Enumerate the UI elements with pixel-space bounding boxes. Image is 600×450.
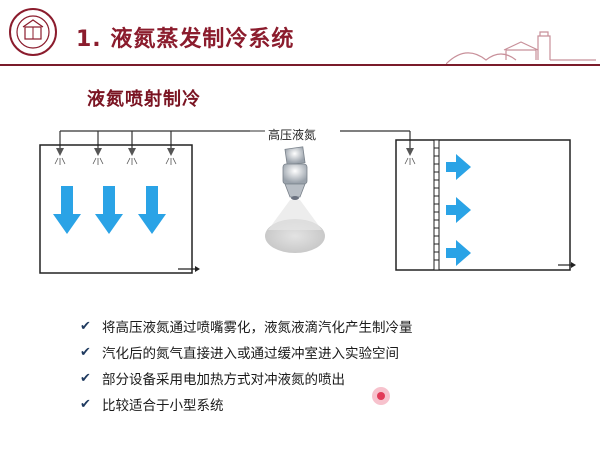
slide-title: 1. 液氮蒸发制冷系统	[76, 27, 295, 52]
bullet-text: 将高压液氮通过喷嘴雾化，液氮液滴汽化产生制冷量	[102, 320, 413, 336]
check-icon: ✔	[80, 344, 91, 360]
left-chamber	[39, 130, 250, 274]
rightward-flow-arrows	[446, 154, 471, 266]
laser-pointer-dot	[372, 387, 390, 405]
spray-cooling-diagram	[39, 130, 576, 274]
university-seal-icon	[9, 8, 57, 56]
check-icon: ✔	[80, 318, 91, 334]
nozzle-illustration	[250, 130, 325, 253]
laser-pointer-core	[377, 392, 385, 400]
slide-header: 1. 液氮蒸发制冷系统	[0, 0, 600, 66]
bullet-text: 比较适合于小型系统	[102, 398, 224, 414]
campus-gate-skyline-icon	[446, 31, 596, 65]
left-spray-nozzles	[54, 148, 177, 165]
bullet-item: ✔ 比较适合于小型系统	[80, 391, 560, 417]
bullet-text: 汽化后的氮气直接进入或通过缓冲室进入实验空间	[102, 346, 399, 362]
check-icon: ✔	[80, 370, 91, 386]
bullet-item: ✔ 部分设备采用电加热方式对冲液氮的喷出	[80, 365, 560, 391]
bullet-text: 部分设备采用电加热方式对冲液氮的喷出	[102, 372, 345, 388]
check-icon: ✔	[80, 396, 91, 412]
bullet-list: ✔ 将高压液氮通过喷嘴雾化，液氮液滴汽化产生制冷量 ✔ 汽化后的氮气直接进入或通…	[80, 313, 560, 417]
header-divider	[0, 64, 600, 66]
bullet-item: ✔ 汽化后的氮气直接进入或通过缓冲室进入实验空间	[80, 339, 560, 365]
nozzle-label: 高压液氮	[268, 128, 317, 142]
right-chamber	[340, 130, 576, 271]
downward-flow-arrows	[53, 186, 166, 234]
bullet-item: ✔ 将高压液氮通过喷嘴雾化，液氮液滴汽化产生制冷量	[80, 313, 560, 339]
section-subtitle: 液氮喷射制冷	[87, 89, 201, 110]
